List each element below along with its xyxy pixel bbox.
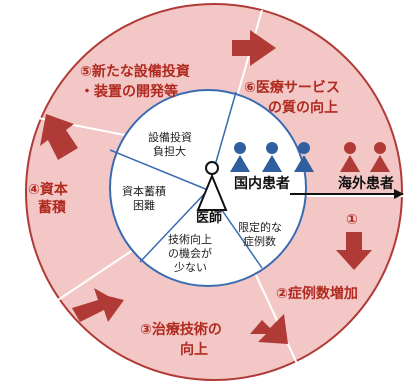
arrow-step4-to-step5 [40, 114, 78, 160]
arrow-step5-to-step6 [232, 30, 276, 66]
inner-left-line2: 困難 [133, 199, 155, 212]
step2-label: ②症例数増加 [276, 286, 358, 302]
patient-flow-arrow [290, 189, 404, 199]
domestic-patient-icons [230, 142, 314, 172]
inner-right-line2: 症例数 [243, 235, 276, 248]
step5-label-line2: ・装置の開発等 [80, 84, 178, 100]
step4-label-line2: 蓄積 [38, 200, 66, 216]
step4-label-line1: ④資本 [28, 182, 68, 198]
step3-label-line1: ③治療技術の [140, 322, 222, 338]
overseas-patients-label: 海外患者 [338, 176, 394, 192]
step1-label: ① [346, 212, 358, 228]
inner-top-line1: 設備投資 [148, 131, 192, 144]
doctor-icon [196, 161, 228, 211]
inner-bottom-line2: の機会が [168, 247, 212, 260]
inner-bottom-line1: 技術向上 [168, 233, 212, 246]
inner-left-line1: 資本蓄積 [122, 185, 166, 198]
step6-label-line2: の質の向上 [268, 100, 338, 116]
arrow-step3-to-step4 [72, 288, 124, 322]
doctor-label: 医師 [196, 211, 223, 226]
domestic-patients-label: 国内患者 [234, 176, 290, 192]
inner-bottom-line3: 少ない [174, 261, 207, 274]
inner-right-line1: 限定的な [238, 221, 282, 234]
cycle-arrows [40, 30, 372, 344]
inner-top-line2: 負担大 [153, 145, 186, 158]
step5-label-line1: ⑤新たな設備投資 [80, 64, 190, 80]
overseas-patient-icons [340, 142, 390, 172]
arrow-step1-to-step2 [336, 232, 372, 270]
step6-label-line1: ⑥医療サービス [244, 80, 340, 96]
arrow-step2-to-step3 [250, 314, 288, 344]
step3-label-line2: 向上 [180, 342, 208, 358]
